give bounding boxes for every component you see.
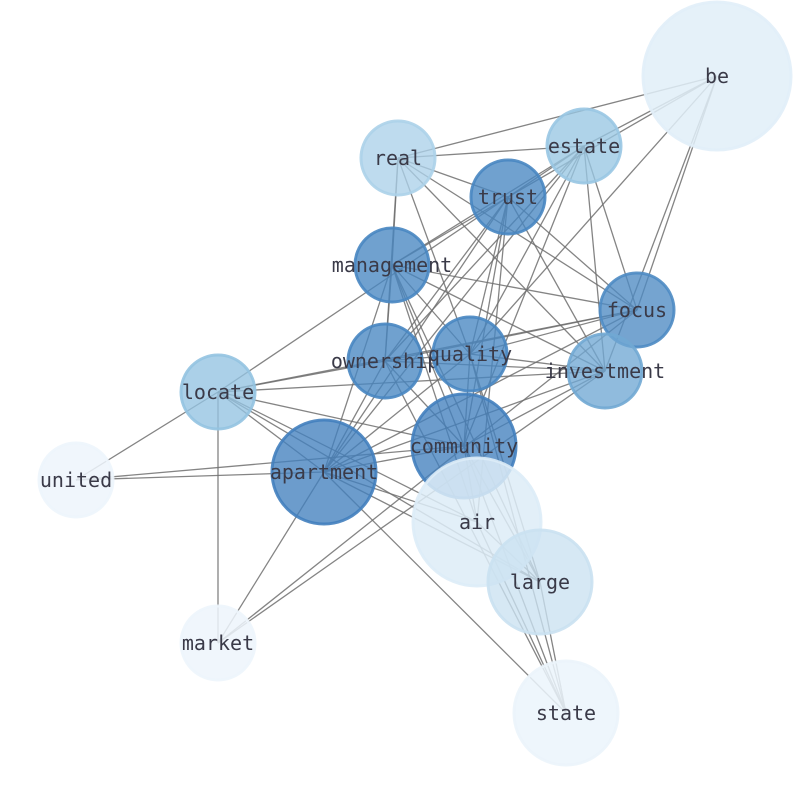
node-label-locate: locate — [182, 380, 254, 404]
node-circle-management[interactable] — [353, 226, 431, 304]
node-label-focus: focus — [607, 298, 667, 322]
node-circle-locate[interactable] — [179, 353, 257, 431]
edge-management-focus — [391, 264, 638, 311]
node-label-estate: estate — [548, 134, 620, 158]
node-label-community: community — [410, 434, 518, 458]
node-ownership[interactable]: ownership — [331, 322, 439, 400]
node-market[interactable]: market — [179, 604, 257, 682]
edge-apartment-state — [323, 471, 567, 714]
node-label-trust: trust — [478, 185, 538, 209]
node-circle-large[interactable] — [486, 528, 594, 636]
node-label-market: market — [182, 631, 254, 655]
node-united[interactable]: united — [37, 441, 115, 519]
node-focus[interactable]: focus — [598, 271, 676, 349]
node-label-quality: quality — [428, 342, 512, 366]
node-label-ownership: ownership — [331, 349, 439, 373]
edge-management-investment — [391, 264, 606, 372]
node-label-state: state — [536, 701, 596, 725]
node-apartment[interactable]: apartment — [270, 418, 378, 526]
edge-estate-ownership — [384, 145, 585, 362]
node-label-be: be — [705, 64, 729, 88]
node-circle-state[interactable] — [512, 659, 620, 767]
node-label-real: real — [374, 146, 422, 170]
node-trust[interactable]: trust — [469, 158, 547, 236]
node-state[interactable]: state — [512, 659, 620, 767]
node-label-air: air — [459, 510, 495, 534]
edge-estate-quality — [469, 145, 585, 355]
node-investment[interactable]: investment — [545, 332, 665, 410]
node-circle-focus[interactable] — [598, 271, 676, 349]
edge-trust-locate — [217, 196, 509, 393]
node-circle-market[interactable] — [179, 604, 257, 682]
node-management[interactable]: management — [332, 226, 452, 304]
node-circle-be[interactable] — [641, 0, 793, 152]
node-circle-quality[interactable] — [431, 315, 509, 393]
node-real[interactable]: real — [359, 119, 437, 197]
node-layer: be estate real trust management focus ownershi… — [37, 0, 793, 767]
node-label-united: united — [40, 468, 112, 492]
node-circle-real[interactable] — [359, 119, 437, 197]
node-be[interactable]: be — [641, 0, 793, 152]
edge-focus-locate — [217, 309, 638, 393]
node-label-investment: investment — [545, 359, 665, 383]
node-circle-united[interactable] — [37, 441, 115, 519]
edge-community-united — [75, 445, 465, 481]
node-locate[interactable]: locate — [179, 353, 257, 431]
node-label-management: management — [332, 253, 452, 277]
node-label-large: large — [510, 570, 570, 594]
edge-trust-apartment — [323, 196, 509, 473]
node-quality[interactable]: quality — [428, 315, 512, 393]
node-circle-estate[interactable] — [545, 107, 623, 185]
node-estate[interactable]: estate — [545, 107, 623, 185]
edge-investment-market — [217, 370, 606, 644]
node-label-apartment: apartment — [270, 460, 378, 484]
edge-estate-community — [463, 145, 585, 447]
node-circle-investment[interactable] — [566, 332, 644, 410]
node-circle-trust[interactable] — [469, 158, 547, 236]
node-circle-apartment[interactable] — [270, 418, 378, 526]
node-large[interactable]: large — [486, 528, 594, 636]
node-circle-ownership[interactable] — [346, 322, 424, 400]
